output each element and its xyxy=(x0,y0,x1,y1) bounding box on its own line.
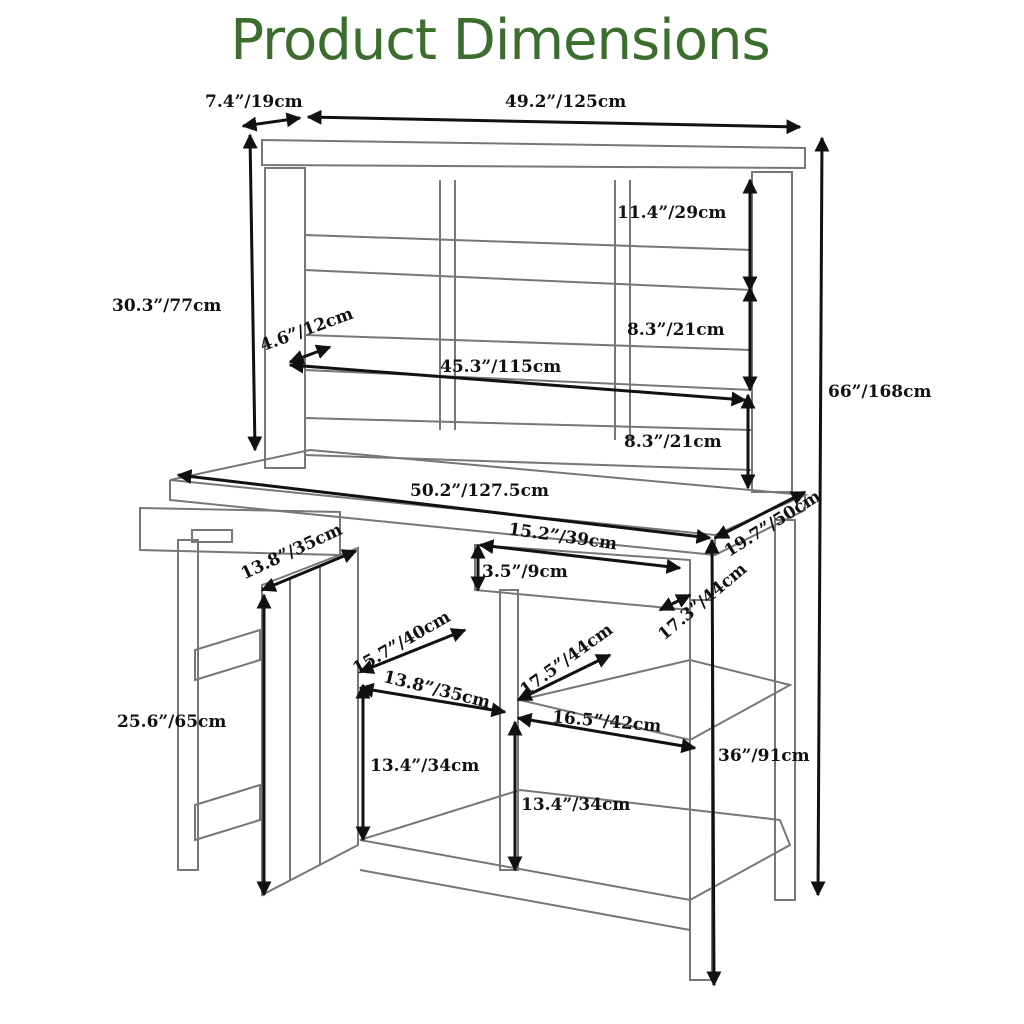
dim-middle-section-height: 8.3”/21cm xyxy=(627,320,725,340)
dim-hutch-depth: 7.4”/19cm xyxy=(205,92,303,112)
dim-hutch-height: 30.3”/77cm xyxy=(112,296,222,316)
dimension-arrows xyxy=(176,109,830,987)
dim-hutch-width: 49.2”/125cm xyxy=(505,92,627,112)
dim-door-height: 25.6”/65cm xyxy=(117,712,227,732)
dim-table-height: 36”/91cm xyxy=(718,746,810,766)
dim-drawer-height: 3.5”/9cm xyxy=(482,562,568,582)
dim-total-height: 66”/168cm xyxy=(828,382,932,402)
bench-outline xyxy=(139,138,809,981)
dim-shelf-width: 45.3”/115cm xyxy=(440,357,562,377)
dim-table-width: 50.2”/127.5cm xyxy=(410,481,549,501)
dim-top-section-height: 11.4”/29cm xyxy=(617,203,727,223)
dim-lower-section-height: 8.3”/21cm xyxy=(624,432,722,452)
dim-right-shelf-height: 13.4”/34cm xyxy=(521,795,631,815)
dim-cabinet-shelf-height: 13.4”/34cm xyxy=(370,756,480,776)
page-title: Product Dimensions xyxy=(230,8,770,73)
